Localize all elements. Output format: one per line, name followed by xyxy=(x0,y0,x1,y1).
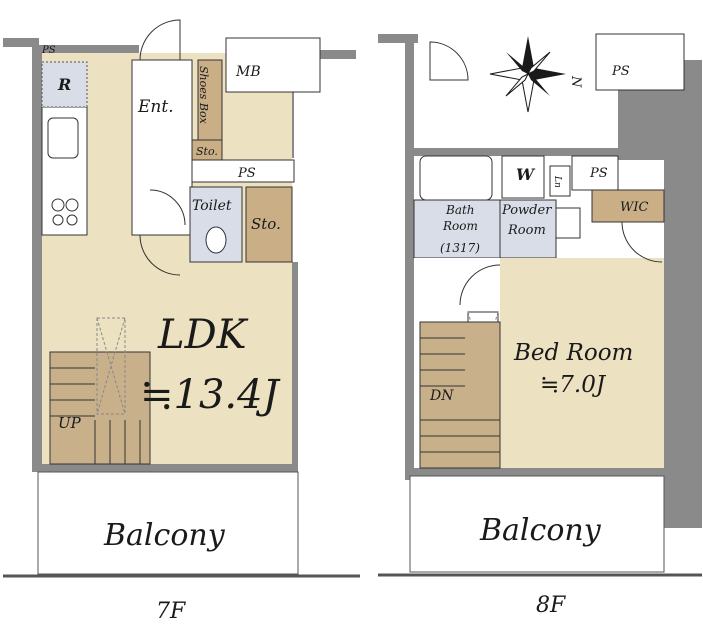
entrance-door-8f xyxy=(429,41,469,81)
stove-burner-icon xyxy=(65,198,79,212)
ps-label-8f-mid: PS xyxy=(589,166,608,181)
washer-space xyxy=(501,155,545,199)
wall-7f-left xyxy=(32,45,42,470)
shoes-box-label: Shoes Box xyxy=(197,66,210,125)
wall-8f-top-left xyxy=(378,34,418,43)
hall-8f xyxy=(414,258,500,320)
ldk-hatch-line-2 xyxy=(96,317,126,415)
bed-room-size-label: ≒7.0J xyxy=(540,372,607,398)
storage-label: Sto. xyxy=(251,215,281,233)
balcony-8f-label: Balcony xyxy=(479,513,602,548)
stairs-8f xyxy=(419,321,501,469)
ps-box-8f-top xyxy=(595,33,685,91)
balcony-8f xyxy=(409,475,665,573)
ldk-name-label: LDK xyxy=(157,312,249,358)
toilet-label: Toilet xyxy=(192,198,232,214)
wall-8f-top-right xyxy=(680,60,702,96)
ps-shaft-7f xyxy=(191,159,295,183)
compass-north-label: N xyxy=(568,75,583,88)
wall-7f-right xyxy=(292,262,298,472)
ps-label-7f-mid: PS xyxy=(237,166,256,181)
stove-burner-icon-2 xyxy=(52,214,64,226)
powder-label-1: Powder xyxy=(501,203,552,218)
bath-label-2: Room xyxy=(442,219,478,233)
ps-label-7f-top: PS xyxy=(41,45,56,56)
wall-7f-top-right xyxy=(318,50,356,59)
washbasin-icon xyxy=(555,207,581,239)
storage-room xyxy=(245,186,293,263)
floor-8f-caption: 8F xyxy=(536,593,566,618)
wall-8f-left xyxy=(405,40,414,480)
stair-steps-8f xyxy=(420,337,500,453)
kitchen-sink-icon xyxy=(47,117,79,159)
floor-7f: PS R Ent. Shoes Box Sto. MB PS Toilet St… xyxy=(3,19,360,624)
refrigerator-label: R xyxy=(57,75,71,94)
stair-steps-7f xyxy=(50,367,141,464)
door-arc-8f-wic xyxy=(621,221,663,263)
wall-7f-top-left xyxy=(3,38,39,47)
entrance-label: Ent. xyxy=(137,97,174,117)
linen-closet xyxy=(549,165,571,197)
compass-icon xyxy=(489,36,566,113)
stove-icon xyxy=(51,198,65,212)
wall-7f-bottom-left xyxy=(32,464,296,472)
floor-8f: N PS W Ln PS WIC Bath Room (1317) Powder… xyxy=(378,33,702,618)
door-arc-8f-bed xyxy=(459,264,501,306)
door-arc-7f-ldk xyxy=(139,234,181,276)
linen-label: Ln xyxy=(552,175,562,188)
stairs-7f xyxy=(49,351,151,465)
walk-in-closet xyxy=(591,189,665,223)
wall-8f-mid xyxy=(414,148,620,156)
entrance-door-7f xyxy=(139,19,181,61)
washer-label: W xyxy=(516,165,536,184)
dn-label: DN xyxy=(429,388,454,404)
powder-label-2: Room xyxy=(507,223,546,238)
small-storage-label: Sto. xyxy=(196,145,218,158)
mb-label: MB xyxy=(235,64,261,80)
bathtub-icon xyxy=(419,155,493,201)
wall-8f-bottom xyxy=(405,468,667,476)
ldk-hatch-box xyxy=(96,317,126,415)
bed-room-name-label: Bed Room xyxy=(513,340,633,366)
entrance-area xyxy=(131,59,193,236)
wic-label: WIC xyxy=(620,200,648,215)
floor-7f-caption: 7F xyxy=(156,599,186,624)
bath-label-1: Bath xyxy=(445,203,475,217)
toilet-icon xyxy=(205,226,227,254)
wall-8f-right xyxy=(664,88,702,528)
wall-7f-top xyxy=(39,45,139,53)
up-label: UP xyxy=(58,414,82,432)
powder-room xyxy=(499,199,557,259)
ps-shaft-8f xyxy=(571,155,619,191)
balcony-7f-label: Balcony xyxy=(103,518,226,553)
mb-box xyxy=(225,37,321,93)
ps-label-8f-top: PS xyxy=(611,64,630,79)
ldk-size-label: ≒13.4J xyxy=(140,372,281,418)
bed-room xyxy=(500,258,664,468)
door-arc-7f-toilet xyxy=(149,189,186,226)
kitchen-counter xyxy=(41,106,88,236)
stove-burner-icon-3 xyxy=(66,214,78,226)
wall-8f-column xyxy=(618,88,664,160)
balcony-7f xyxy=(37,471,299,575)
refrigerator-space xyxy=(41,61,88,108)
bath-label-3: (1317) xyxy=(440,241,480,255)
